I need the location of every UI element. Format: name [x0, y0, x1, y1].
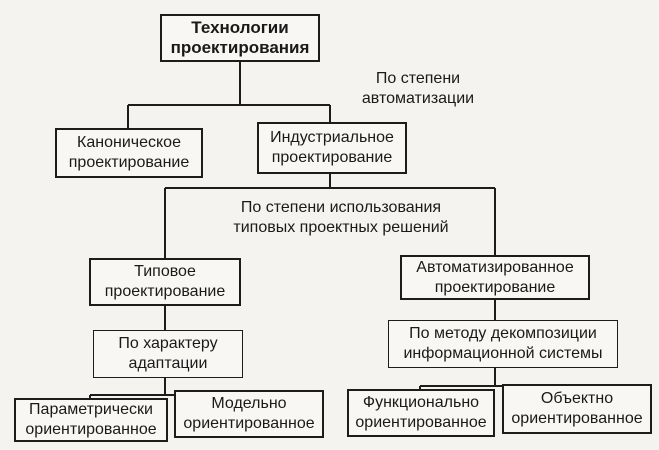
criterion-decomposition-box: По методу декомпозиции информационной си…	[388, 320, 618, 368]
node-automated-design: Автоматизированное проектирование	[400, 255, 590, 300]
node-object-oriented: Объектно ориентированное	[502, 384, 652, 434]
node-industrial-design: Индустриальное проектирование	[257, 122, 407, 174]
criterion-typical-solutions-label: По степени использования типовых проектн…	[233, 199, 449, 236]
node-model-oriented: Модельно ориентированное	[174, 390, 324, 438]
node-parametric-oriented: Параметрически ориентированное	[14, 398, 168, 442]
root-node-design-technologies: Технологии проектирования	[160, 14, 320, 62]
node-functional-oriented: Функционально ориентированное	[347, 389, 495, 437]
node-canonical-design: Каноническое проектирование	[55, 128, 203, 178]
node-typical-design: Типовое проектирование	[89, 258, 241, 306]
criterion-adaptation-box: По характеру адаптации	[93, 330, 243, 378]
criterion-automation-label: По степени автоматизации	[361, 70, 475, 107]
